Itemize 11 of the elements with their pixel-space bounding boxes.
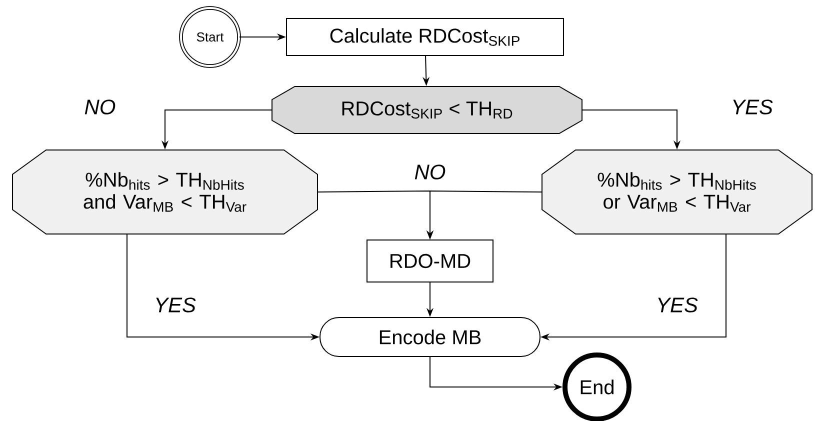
edge-label: NO <box>83 98 117 116</box>
decision-hexagon: %Nb$_{hits}$ > TH$_{NbHits}$ or Var$_{MB}$ < TH$_{Var}$ <box>542 150 812 234</box>
process-box: Calculate RDCost$_{SKIP}$ <box>286 18 564 56</box>
decision-hexagon: RDCost$_{SKIP}$ < TH$_{RD}$ <box>272 86 582 134</box>
edge-label: YES <box>655 296 700 314</box>
edge-label: YES <box>730 98 774 116</box>
process-box: RDO-MD <box>366 240 494 282</box>
edge-label: YES <box>153 296 197 314</box>
decision-hexagon: %Nb$_{hits}$ > TH$_{NbHits}$ and Var$_{MB}$ < TH$_{Var}$ <box>12 150 318 234</box>
edge-label: NO <box>413 164 447 180</box>
terminal-box: Encode MB <box>320 317 540 357</box>
